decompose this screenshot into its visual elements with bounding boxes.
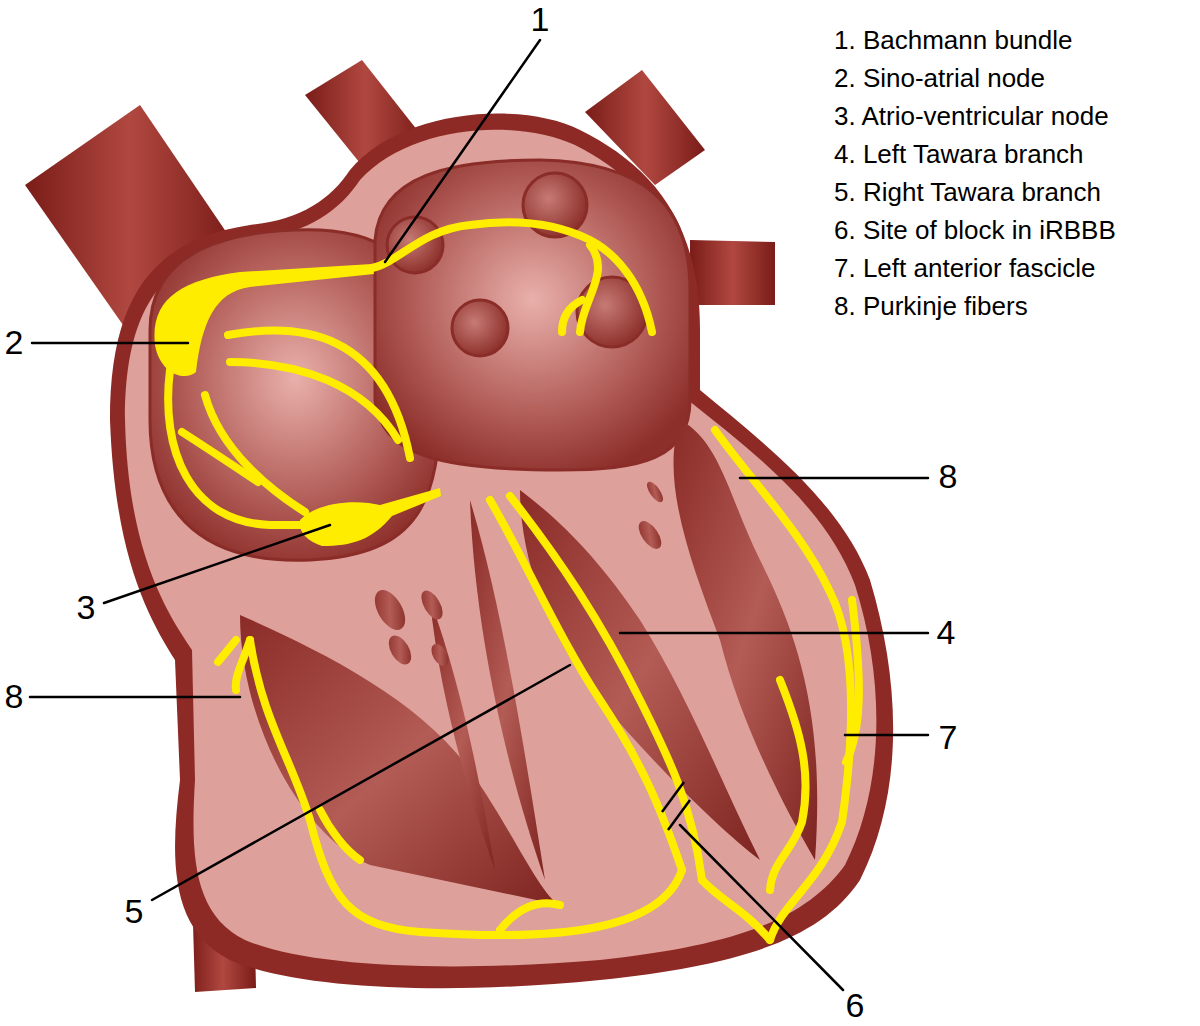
conduction-system	[562, 300, 582, 332]
leader-lines	[845, 734, 928, 737]
conduction-system	[510, 496, 702, 880]
ventricle-cavities	[417, 587, 447, 623]
leader-lines	[104, 525, 330, 603]
conduction-system	[236, 640, 250, 690]
heart-wall	[110, 114, 893, 989]
conduction-system	[846, 600, 859, 762]
leader-lines	[30, 696, 240, 699]
leader-lines	[30, 40, 928, 990]
ventricle-cavities	[674, 420, 818, 860]
heart-chambers	[452, 300, 508, 356]
conduction-system	[228, 331, 410, 458]
legend-item: 1. Bachmann bundle	[834, 26, 1073, 55]
heart-chambers	[150, 160, 690, 560]
callout-number: 3	[77, 589, 96, 626]
legend-item: 2. Sino-atrial node	[834, 64, 1045, 93]
legend-item: 5. Right Tawara branch	[834, 178, 1101, 207]
ventricle-cavities	[369, 585, 412, 635]
conduction-system	[218, 640, 236, 662]
conduction-system	[580, 245, 598, 332]
leader-lines	[680, 825, 843, 990]
conduction-system	[702, 880, 770, 940]
callout-number: 2	[5, 324, 24, 361]
callout-number: 6	[846, 987, 865, 1024]
conduction-system	[770, 680, 806, 890]
conduction-system	[372, 222, 652, 332]
ventricle-cavities	[634, 517, 665, 552]
heart-wall	[110, 114, 893, 989]
heart-wall	[125, 130, 876, 967]
conduction-system	[500, 903, 560, 930]
conduction-system	[182, 432, 258, 482]
conduction-system	[250, 640, 682, 935]
callout-number: 8	[5, 678, 24, 715]
callout-number: 1	[531, 1, 550, 38]
legend-item: 7. Left anterior fascicle	[834, 254, 1096, 283]
callout-number: 4	[937, 614, 956, 651]
conduction-system	[168, 370, 330, 525]
legend-item: 6. Site of block in iRBBB	[834, 216, 1116, 245]
callout-number: 5	[125, 893, 144, 930]
ventricle-cavities	[644, 479, 666, 504]
leader-lines	[32, 342, 188, 345]
conduction-system	[715, 430, 851, 940]
blood-vessels	[690, 240, 775, 305]
conduction-system	[154, 264, 374, 376]
block-marks	[662, 782, 690, 830]
leader-lines	[152, 665, 570, 900]
callout-number: 8	[939, 458, 958, 495]
legend-item: 8. Purkinje fibers	[834, 292, 1028, 321]
conduction-system	[300, 488, 441, 546]
conduction-system	[320, 810, 360, 860]
ventricle-cavities	[428, 641, 452, 669]
leader-lines	[385, 40, 540, 262]
legend-item: 3. Atrio-ventricular node	[834, 102, 1109, 131]
leader-lines	[620, 632, 928, 635]
ventricle-cavities	[384, 632, 416, 669]
leader-lines	[740, 477, 928, 480]
callout-number: 7	[939, 719, 958, 756]
ventricle-cavities	[240, 420, 817, 905]
conduction-system	[154, 222, 858, 940]
conduction-system	[490, 500, 682, 870]
conduction-system	[230, 362, 398, 440]
legend-item: 4. Left Tawara branch	[834, 140, 1084, 169]
block-marks	[662, 782, 684, 812]
